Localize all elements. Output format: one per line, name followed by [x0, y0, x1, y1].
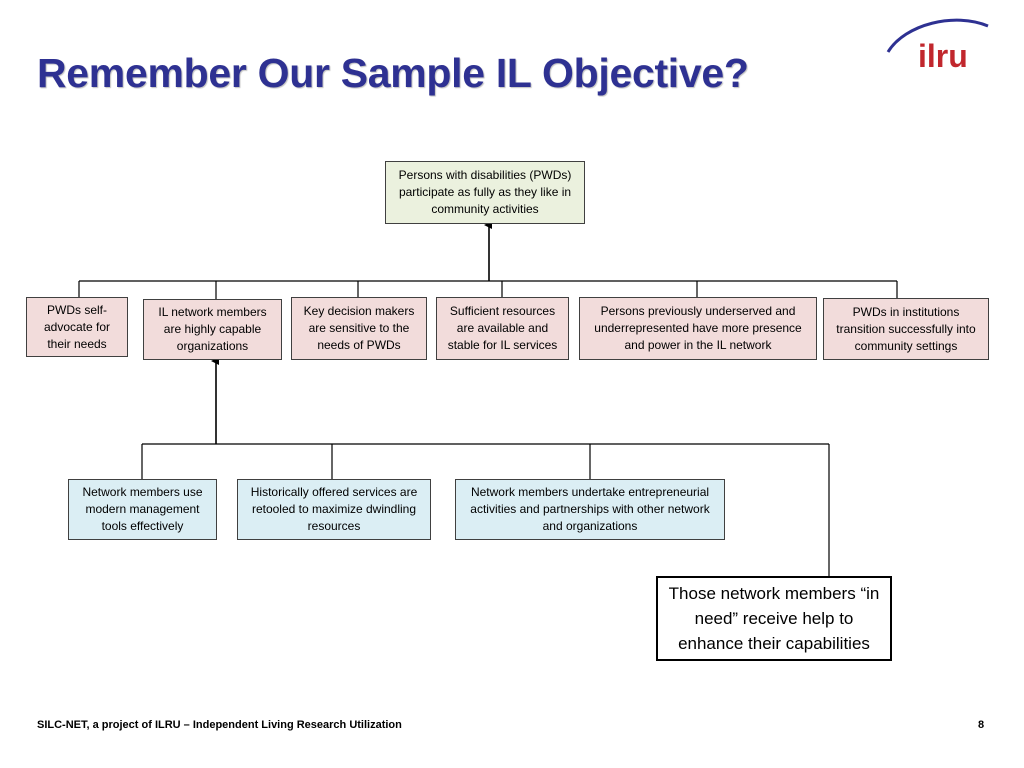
outcome-box-4: Sufficient resources are available and s…: [436, 297, 569, 360]
callout-box: Those network members “in need” receive …: [656, 576, 892, 661]
outcome-text: Key decision makers are sensitive to the…: [303, 304, 415, 352]
strategy-text: Historically offered services are retool…: [250, 485, 418, 533]
callout-text: Those network members “in need” receive …: [668, 584, 880, 653]
strategy-box-3: Network members undertake entrepreneuria…: [455, 479, 725, 540]
strategy-box-1: Network members use modern management to…: [68, 479, 217, 540]
outcome-box-6: PWDs in institutions transition successf…: [823, 298, 989, 360]
goal-box: Persons with disabilities (PWDs) partici…: [385, 161, 585, 224]
slide-title: Remember Our Sample IL Objective?: [37, 50, 749, 96]
strategy-text: Network members undertake entrepreneuria…: [470, 485, 710, 533]
outcome-box-3: Key decision makers are sensitive to the…: [291, 297, 427, 360]
strategy-box-2: Historically offered services are retool…: [237, 479, 431, 540]
logo-swoosh-icon: [886, 18, 989, 53]
footer-credit: SILC-NET, a project of ILRU – Independen…: [37, 719, 402, 731]
goal-text: Persons with disabilities (PWDs) partici…: [398, 168, 572, 216]
outcome-box-1: PWDs self-advocate for their needs: [26, 297, 128, 357]
outcome-text: IL network members are highly capable or…: [158, 305, 267, 353]
outcome-text: Persons previously underserved and under…: [594, 304, 802, 352]
page-number: 8: [978, 719, 985, 731]
outcome-text: Sufficient resources are available and s…: [447, 304, 558, 352]
ilru-logo: ilru: [886, 18, 989, 74]
outcome-box-5: Persons previously underserved and under…: [579, 297, 817, 360]
strategy-text: Network members use modern management to…: [82, 485, 203, 533]
outcome-box-2: IL network members are highly capable or…: [143, 299, 282, 360]
logo-text: ilru: [918, 38, 968, 74]
outcome-text: PWDs self-advocate for their needs: [43, 302, 111, 351]
outcome-text: PWDs in institutions transition successf…: [836, 304, 976, 353]
